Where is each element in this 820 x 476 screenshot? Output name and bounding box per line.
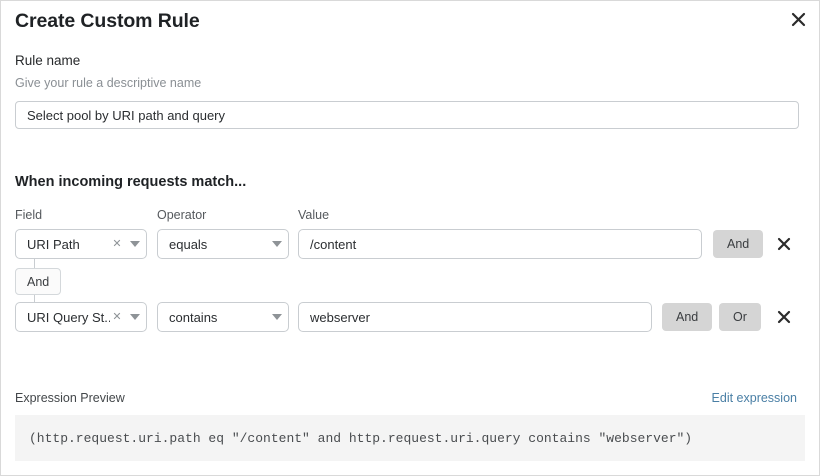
close-icon[interactable] xyxy=(786,7,810,31)
chevron-down-icon[interactable] xyxy=(124,314,146,320)
column-header-value: Value xyxy=(298,208,330,222)
row-connector: And xyxy=(1,259,201,305)
page-title: Create Custom Rule xyxy=(15,10,200,32)
field-select-1-value: URI Path xyxy=(27,236,80,252)
rule-name-help-text: Give your rule a descriptive name xyxy=(15,76,202,90)
condition-row: URI Query St... ✕ contains And Or xyxy=(1,302,819,332)
and-button-row-1[interactable]: And xyxy=(713,230,764,258)
and-button-row-2[interactable]: And xyxy=(662,303,713,331)
edit-expression-link[interactable]: Edit expression xyxy=(711,391,797,405)
field-select-2-value: URI Query St... xyxy=(27,309,110,325)
or-button-row-2[interactable]: Or xyxy=(719,303,761,331)
connector-line-top xyxy=(34,259,35,269)
expression-preview-label: Expression Preview xyxy=(15,391,125,405)
chevron-down-icon[interactable] xyxy=(124,241,146,247)
chevron-down-icon[interactable] xyxy=(266,241,288,247)
operator-select-2[interactable]: contains xyxy=(157,302,289,332)
value-input-2[interactable] xyxy=(298,302,652,332)
operator-select-2-value: contains xyxy=(169,309,218,325)
column-header-operator: Operator xyxy=(157,208,207,222)
remove-condition-icon[interactable] xyxy=(771,303,797,331)
field-select-2[interactable]: URI Query St... ✕ xyxy=(15,302,147,332)
rule-name-label: Rule name xyxy=(15,53,81,68)
expression-preview-text: (http.request.uri.path eq "/content" and… xyxy=(29,430,693,446)
connector-line-bottom xyxy=(34,295,35,305)
expression-preview-panel: (http.request.uri.path eq "/content" and… xyxy=(15,415,805,461)
connector-and-toggle[interactable]: And xyxy=(15,268,62,295)
operator-select-1[interactable]: equals xyxy=(157,229,289,259)
value-input-1[interactable] xyxy=(298,229,702,259)
chevron-down-icon[interactable] xyxy=(266,314,288,320)
remove-condition-icon[interactable] xyxy=(771,230,797,258)
operator-select-1-value: equals xyxy=(169,236,208,252)
field-select-1[interactable]: URI Path ✕ xyxy=(15,229,147,259)
match-section-heading: When incoming requests match... xyxy=(15,174,247,190)
clear-icon[interactable]: ✕ xyxy=(112,237,122,250)
clear-icon[interactable]: ✕ xyxy=(112,310,122,323)
condition-row: URI Path ✕ equals And xyxy=(1,229,819,259)
column-header-field: Field xyxy=(15,208,43,222)
rule-name-input[interactable] xyxy=(15,101,799,129)
